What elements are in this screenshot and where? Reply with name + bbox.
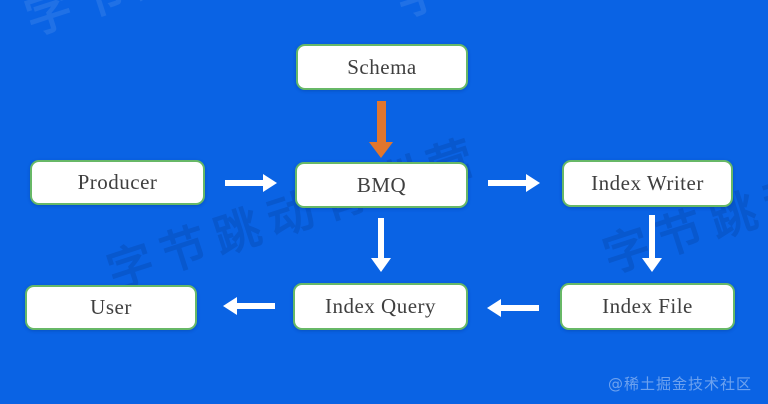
arrow-bmq-to-index-query-icon: [371, 218, 391, 272]
arrow-head-down-icon: [371, 258, 391, 272]
node-schema-label: Schema: [347, 54, 417, 79]
arrow-head-down-icon: [369, 142, 393, 158]
arrow-producer-to-bmq-icon: [225, 174, 277, 192]
node-schema: Schema: [296, 44, 468, 90]
node-index-query-label: Index Query: [324, 294, 437, 318]
arrow-stem: [501, 305, 539, 311]
arrow-stem: [376, 101, 386, 142]
arrow-stem: [225, 180, 263, 186]
node-user-label: User: [90, 295, 132, 319]
arrow-head-down-icon: [642, 258, 662, 272]
arrow-bmq-to-index-writer-icon: [488, 174, 540, 192]
arrow-stem: [488, 180, 526, 186]
diagonal-watermark: 字节跳动青训营: [386, 0, 768, 30]
node-bmq: BMQ: [295, 162, 468, 208]
arrow-head-right-icon: [263, 174, 277, 192]
arrow-stem: [378, 218, 384, 258]
arrow-stem: [237, 303, 275, 309]
node-producer: Producer: [30, 160, 205, 205]
node-index-writer-label: Index Writer: [591, 171, 704, 195]
diagonal-watermark: 字节跳动青训营: [100, 127, 491, 300]
arrow-schema-to-bmq-icon: [369, 101, 393, 158]
arrow-head-left-icon: [223, 297, 237, 315]
node-index-writer: Index Writer: [562, 160, 733, 207]
node-producer-label: Producer: [77, 170, 158, 194]
node-user: User: [25, 285, 197, 330]
arrow-index-writer-to-index-file-icon: [642, 215, 662, 272]
node-index-query: Index Query: [293, 283, 468, 330]
arrow-index-query-to-user-icon: [223, 297, 275, 315]
node-bmq-label: BMQ: [356, 172, 407, 197]
node-index-file-label: Index File: [602, 294, 693, 318]
credit-watermark: @稀土掘金技术社区: [607, 375, 752, 393]
diagonal-watermark: 字节跳动青训营: [16, 0, 409, 48]
node-index-file: Index File: [560, 283, 735, 330]
arrow-head-right-icon: [526, 174, 540, 192]
arrow-index-file-to-index-query-icon: [487, 299, 539, 317]
arrow-stem: [649, 215, 655, 258]
arrow-head-left-icon: [487, 299, 501, 317]
